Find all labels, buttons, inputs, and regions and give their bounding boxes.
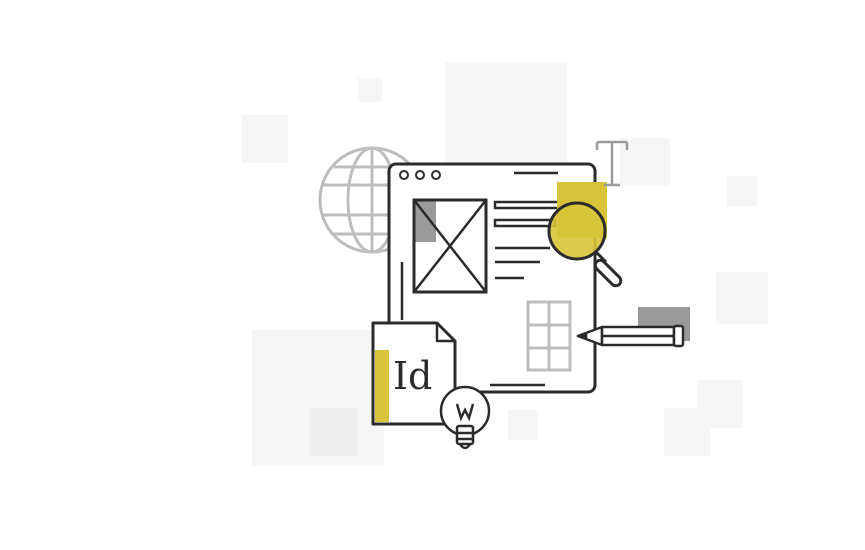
background-squares — [242, 62, 768, 466]
lightbulb-icon — [439, 385, 491, 450]
magnifier-icon — [547, 201, 623, 288]
pencil-icon — [576, 324, 685, 348]
grid-table-icon — [526, 300, 572, 372]
typography-icon — [595, 140, 629, 187]
document-file-icon: Id — [371, 321, 457, 426]
file-icon-label: Id — [393, 354, 432, 398]
image-placeholder-icon — [412, 198, 488, 294]
